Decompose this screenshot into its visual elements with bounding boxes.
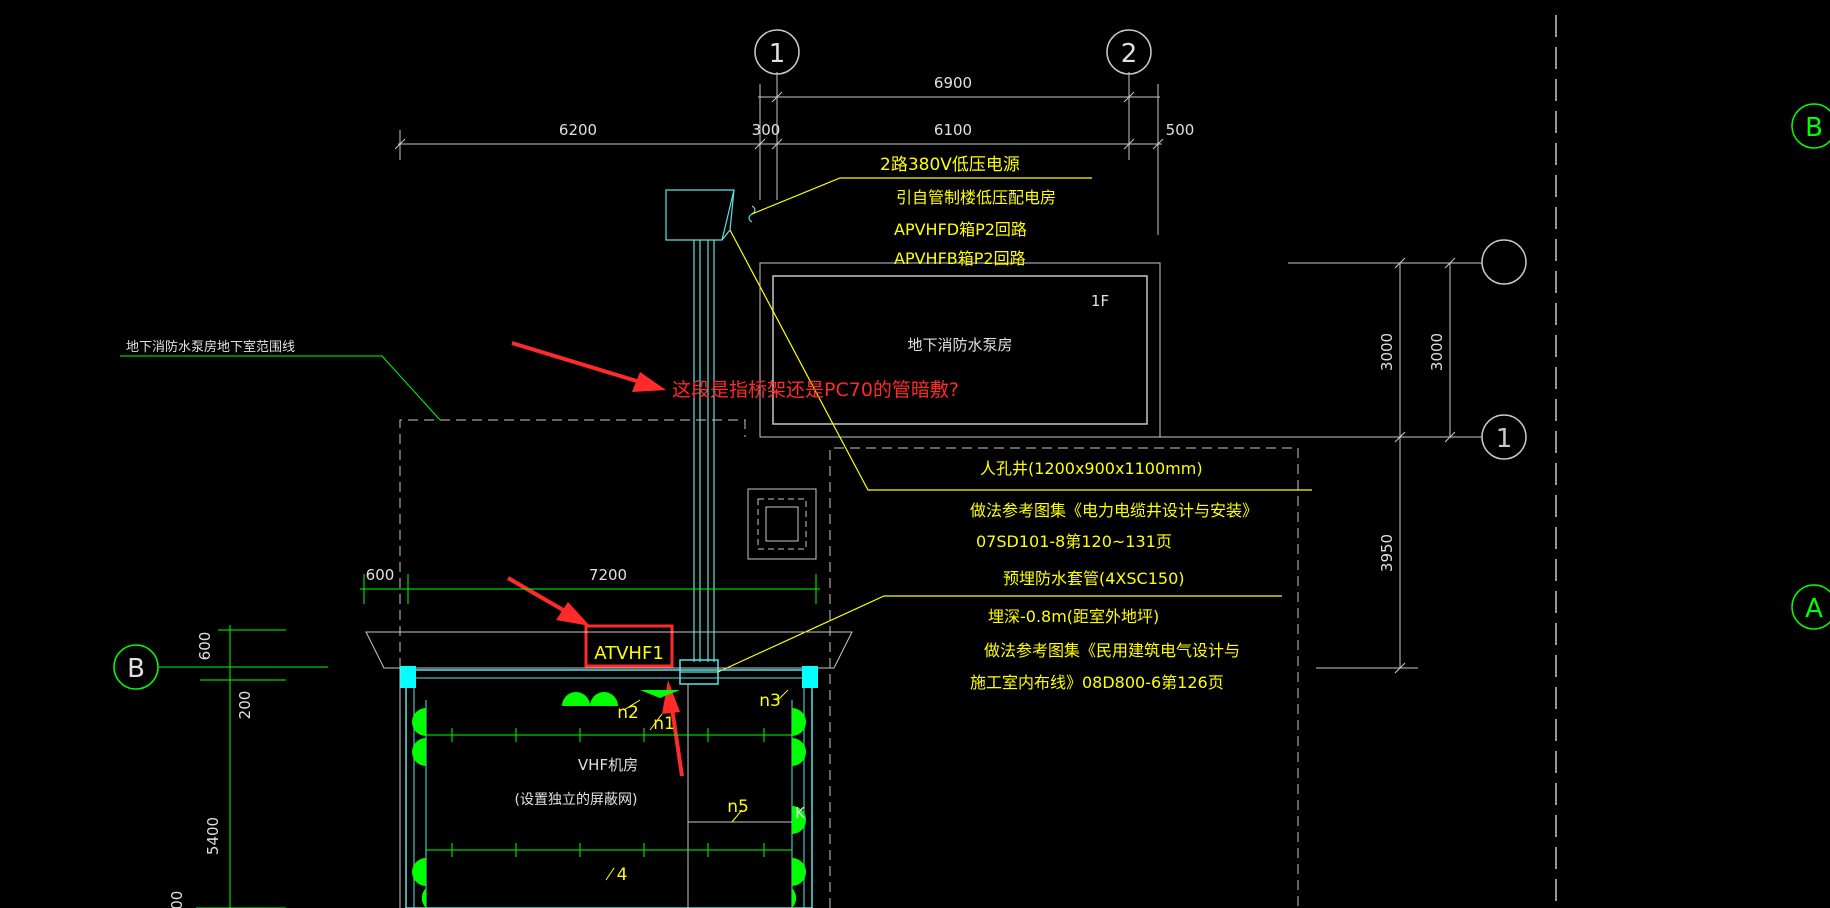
atvhf-highlight-box: [584, 624, 674, 668]
axis-bubble-b-left: B: [113, 644, 328, 690]
power-note-4: APVHFB箱P2回路: [894, 249, 1026, 268]
column-right: [802, 666, 818, 688]
pump-room-label: 地下消防水泵房: [907, 336, 1012, 354]
up-arrow-icon: [662, 680, 684, 777]
pump-room-range-label: 地下消防水泵房地下室范围线: [126, 339, 295, 355]
axis-bubble-a-right: A: [1791, 584, 1830, 630]
door-symbols: [412, 690, 806, 908]
manhole: [747, 488, 817, 560]
dim-6200: 6200: [559, 121, 597, 139]
manhole-note-2: 做法参考图集《电力电缆井设计与安装》: [970, 501, 1258, 520]
atvhf-arrow-icon: [506, 576, 590, 626]
dim-300: 300: [752, 121, 781, 139]
dim-500: 500: [1166, 121, 1195, 139]
dim-3000-a: 3000: [1378, 333, 1396, 371]
cable-riser: [665, 189, 735, 685]
dim-600-left: 600: [196, 632, 214, 661]
label-leaders: [605, 689, 789, 881]
pump-room-outline: [759, 262, 1161, 438]
axis-label-1: 1: [769, 39, 786, 69]
power-note-2: 引自管制楼低压配电房: [896, 188, 1056, 207]
axis-bubble-1-right: 1: [1481, 414, 1527, 460]
manhole-note-1: 人孔井(1200x900x1100mm): [980, 459, 1203, 478]
yellow-leaders: [717, 177, 1312, 673]
sleeve-note-3: 做法参考图集《民用建筑电气设计与: [984, 641, 1240, 660]
manhole-note-3: 07SD101-8第120~131页: [976, 532, 1172, 551]
axis-label-a-right: A: [1805, 594, 1823, 624]
sleeve-note-1: 预埋防水套管(4XSC150): [1003, 569, 1185, 588]
dim-200: 200: [236, 691, 254, 720]
axis-bubble-empty: [1481, 239, 1527, 285]
axis-label-2: 2: [1121, 39, 1138, 69]
power-note-3: APVHFD箱P2回路: [894, 220, 1027, 239]
dim-6100: 6100: [934, 121, 972, 139]
axis-bubble-b-right: B: [1791, 103, 1830, 149]
dim-6900: 6900: [934, 74, 972, 92]
vhf-room-note: (设置独立的屏蔽网): [515, 792, 638, 808]
basement-range-outline: [399, 419, 1299, 908]
sleeve-note-2: 埋深-0.8m(距室外地坪): [988, 607, 1159, 626]
label-n1: n1: [653, 714, 675, 734]
label-4: 4: [617, 865, 628, 885]
dim-3000-b: 3000: [1428, 333, 1446, 371]
vhf-grid-ticks: [451, 728, 765, 857]
right-dimensions: [1130, 257, 1482, 674]
top-dimensions: [394, 84, 1164, 235]
dim-100: 100: [168, 891, 186, 908]
axis-label-1-right: 1: [1496, 424, 1513, 454]
question-arrow-icon: [511, 341, 666, 392]
dim-3950: 3950: [1378, 534, 1396, 572]
label-n5: n5: [727, 797, 749, 817]
floor-label-1f: 1F: [1091, 292, 1109, 310]
range-leader-line: [120, 355, 441, 421]
label-n2: n2: [617, 703, 639, 723]
dim-600-top: 600: [366, 566, 395, 584]
lower-dimensions: [196, 574, 820, 908]
atvhf-label: ATVHF1: [594, 643, 664, 664]
dim-5400: 5400: [204, 817, 222, 855]
sleeve-note-4: 施工室内布线》08D800-6第126页: [970, 673, 1224, 692]
vhf-room-label: VHF机房: [578, 756, 638, 774]
axis-label-b-left: B: [127, 654, 145, 684]
power-note-1: 2路380V低压电源: [880, 155, 1020, 175]
question-annotation: 这段是指桥架还是PC70的管暗敷?: [672, 379, 959, 401]
axis-label-b-right: B: [1805, 113, 1823, 143]
dim-7200: 7200: [589, 566, 627, 584]
label-n3: n3: [759, 691, 781, 711]
column-left: [400, 666, 416, 688]
label-k: K: [795, 804, 806, 822]
